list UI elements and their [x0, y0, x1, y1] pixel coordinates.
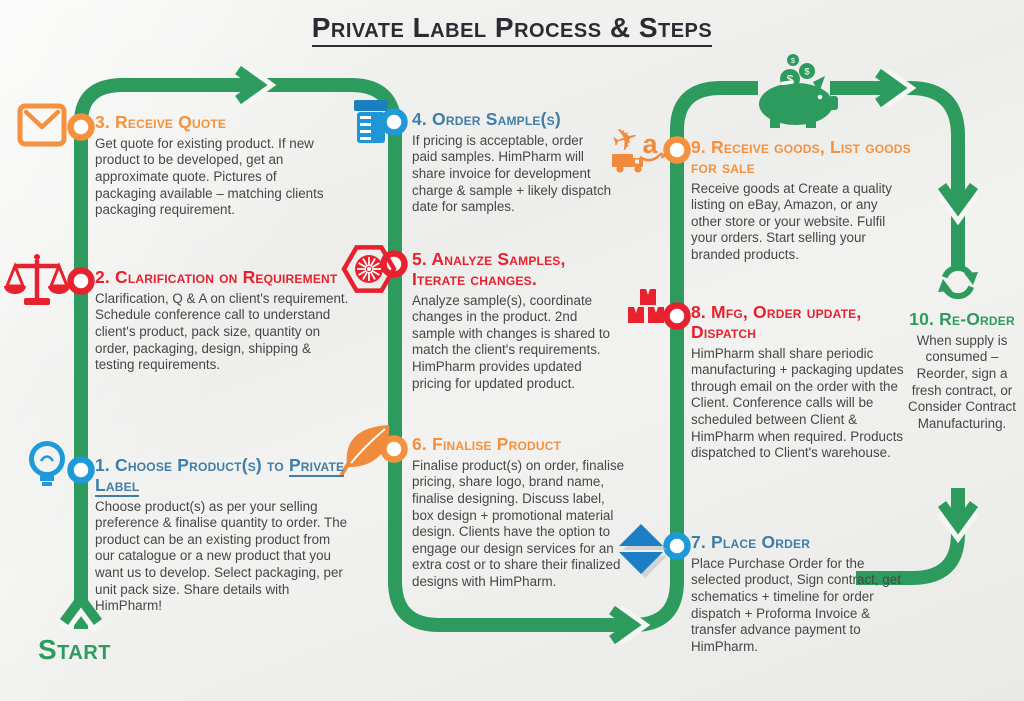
piggy-bank-icon: $ $ $	[759, 54, 838, 128]
flow-arrow-right-icon	[609, 605, 651, 645]
step-2-marker	[67, 267, 95, 295]
hexagon-seal-icon	[341, 245, 397, 293]
step-9-title: 9. Receive goods, List goods for sale	[691, 137, 911, 177]
step-9-description: Receive goods at Create a quality listin…	[691, 180, 892, 262]
start-label: Start	[38, 634, 112, 665]
flow-arrow-right-icon	[235, 65, 277, 105]
envelope-icon	[17, 103, 67, 147]
flow-arrow-down-icon	[937, 183, 979, 226]
step-9-block: 9. Receive goods, List goods for sale Re…	[691, 137, 911, 264]
amazon-icon: a	[639, 129, 667, 162]
step-5-block: 5. Analyze Samples, Iterate changes. Ana…	[412, 249, 617, 392]
svg-text:$: $	[804, 67, 810, 78]
step-7-description: Place Purchase Order for the selected pr…	[691, 555, 901, 654]
step-1-block: 1. Choose Product(s) to Private Label Ch…	[95, 455, 350, 615]
flow-arrow-right-icon	[875, 68, 917, 108]
step-8-title: 8. Mfg, Order update, Dispatch	[691, 302, 862, 342]
step-7-marker	[663, 532, 691, 560]
scales-icon	[4, 254, 70, 305]
step-1-marker	[67, 456, 95, 484]
step-10-title: 10. Re-Order	[909, 309, 1015, 329]
step-3-block: 3. Receive Quote Get quote for existing …	[95, 112, 340, 219]
truck-icon	[612, 154, 643, 173]
step-5-description: Analyze sample(s), coordinate changes in…	[412, 292, 610, 391]
boxes-icon	[628, 289, 664, 323]
flow-arrow-start-up-icon	[59, 590, 103, 633]
step-7-title: 7. Place Order	[691, 532, 811, 552]
step-10-description: When supply is consumed – Reorder, sign …	[908, 332, 1016, 431]
step-4-title: 4. Order Sample(s)	[412, 109, 561, 129]
step-4-marker	[380, 108, 408, 136]
step-4-description: If pricing is acceptable, order paid sam…	[412, 132, 612, 215]
step-8-block: 8. Mfg, Order update, Dispatch HimPharm …	[691, 302, 906, 462]
step-6-title: 6. Finalise Product	[412, 434, 562, 454]
step-9-marker	[663, 136, 691, 164]
step-2-block: 2. Clarification on Requirement Clarific…	[95, 267, 350, 374]
svg-text:a: a	[642, 129, 658, 159]
pill-bottle-icon	[354, 100, 388, 143]
step-5-title: 5. Analyze Samples, Iterate changes.	[412, 249, 566, 289]
step-6-block: 6. Finalise Product Finalise product(s) …	[412, 434, 630, 591]
page-title: Private Label Process & Steps	[0, 12, 1024, 47]
step-4-block: 4. Order Sample(s) If pricing is accepta…	[412, 109, 612, 216]
leaf-icon	[340, 425, 390, 476]
step-3-description: Get quote for existing product. If new p…	[95, 135, 324, 218]
step-2-title: 2. Clarification on Requirement	[95, 267, 338, 287]
step-3-title: 3. Receive Quote	[95, 112, 227, 132]
step-10-block: 10. Re-Order When supply is consumed – R…	[903, 309, 1021, 432]
step-1-title-underlined: Private Label	[95, 455, 345, 497]
step-8-description: HimPharm shall share periodic manufactur…	[691, 345, 904, 461]
step-markers	[67, 108, 691, 560]
double-diamond-icon	[619, 524, 667, 578]
svg-text:$: $	[787, 73, 794, 87]
flow-arrow-down-icon	[937, 501, 979, 544]
reorder-cycle-icon	[938, 264, 978, 300]
step-1-description: Choose product(s) as per your selling pr…	[95, 498, 348, 614]
step-1-title: 1. Choose Product(s) to Private Label	[95, 455, 345, 497]
step-6-description: Finalise product(s) on order, finalise p…	[412, 457, 625, 590]
lightbulb-icon	[29, 441, 65, 486]
step-3-marker	[67, 113, 95, 141]
step-8-marker	[663, 302, 691, 330]
step-2-description: Clarification, Q & A on client's require…	[95, 290, 349, 373]
step-7-block: 7. Place Order Place Purchase Order for …	[691, 532, 906, 655]
svg-text:$: $	[791, 58, 795, 65]
